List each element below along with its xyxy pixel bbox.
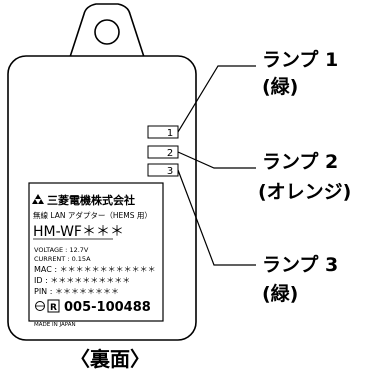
model-number: HM-WF＊＊＊ (33, 224, 124, 240)
callout-3-color: (緑) (262, 282, 298, 305)
current-text: CURRENT : 0.15A (34, 255, 91, 263)
view-caption: 〈裏面〉 (70, 347, 150, 371)
lamp-3-number: 3 (167, 166, 173, 177)
lamp-1-number: 1 (167, 128, 173, 139)
cert-mark-letter: R (50, 303, 57, 313)
voltage-text: VOLTAGE : 12.7V (34, 246, 89, 254)
origin-text: MADE IN JAPAN (34, 322, 76, 328)
product-line: 無線 LAN アダプター（HEMS 用） (33, 210, 152, 220)
lamp-2: 2 (147, 145, 179, 159)
rating-label (28, 182, 164, 322)
lamp-3: 3 (147, 163, 179, 177)
callout-1-name: ランプ 1 (262, 48, 338, 71)
lamp-2-number: 2 (167, 148, 173, 159)
leader-line-2 (177, 151, 256, 169)
leader-line-3 (177, 169, 256, 266)
mac-text: MAC : ＊＊＊＊＊＊＊＊＊＊＊＊ (34, 265, 156, 274)
id-text: ID : ＊＊＊＊＊＊＊＊＊＊ (34, 276, 130, 285)
cert-number: 005-100488 (64, 300, 151, 315)
pin-text: PIN : ＊＊＊＊＊＊＊＊ (34, 287, 119, 296)
callout-2-name: ランプ 2 (262, 150, 338, 173)
hanger-hole (94, 19, 120, 45)
callout-2-color: (オレンジ) (258, 181, 351, 203)
callout-1-color: (緑) (262, 75, 298, 98)
brand-name: 三菱電機株式会社 (47, 193, 135, 207)
callout-3-name: ランプ 3 (262, 253, 338, 276)
lamp-1: 1 (147, 125, 179, 139)
radio-cert-mark-icon (47, 299, 60, 313)
brand-logo-icon (32, 194, 44, 204)
leader-line-1 (177, 65, 256, 133)
